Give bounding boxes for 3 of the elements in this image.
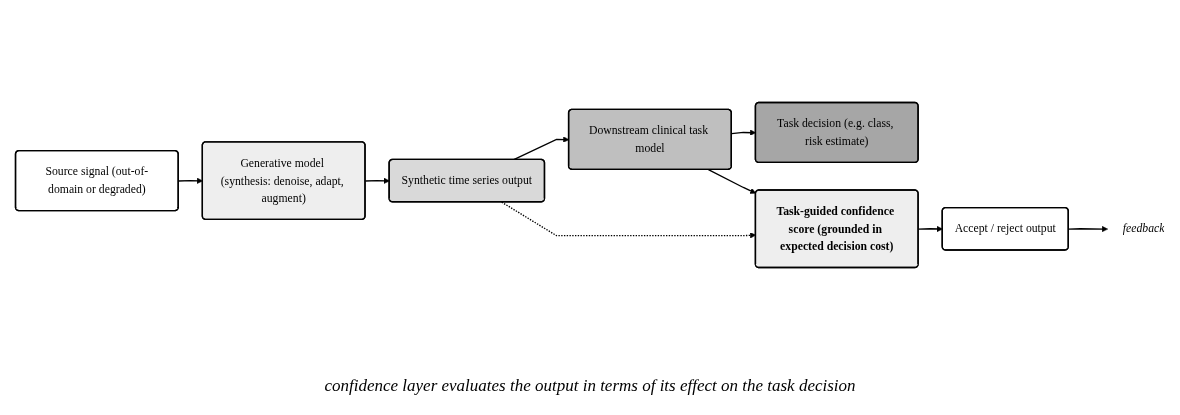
arrow [707,168,757,194]
caption: confidence layer evaluates the output in terms of its effect on the task decision [323,376,857,396]
node-text: feedback [1122,222,1165,236]
